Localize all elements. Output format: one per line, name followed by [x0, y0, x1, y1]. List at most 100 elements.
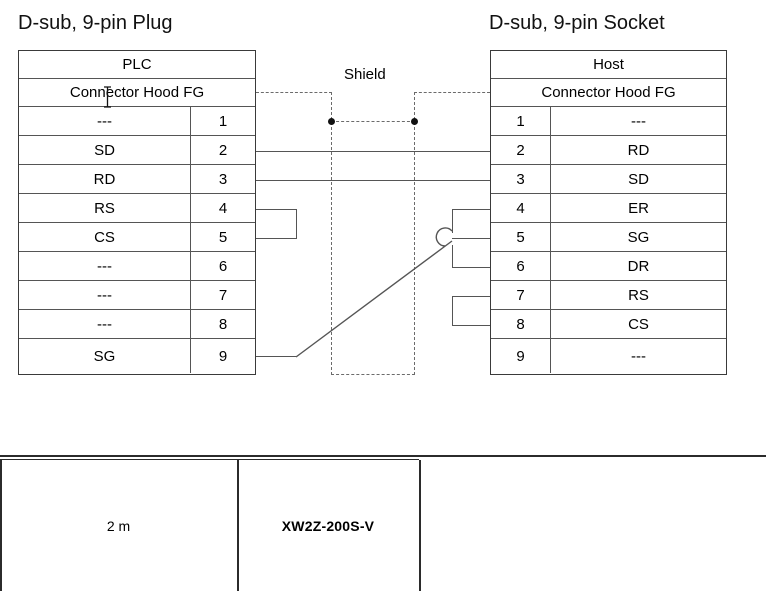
plug-title: D-sub, 9-pin Plug	[18, 12, 173, 34]
shield-dash-plug-hood	[256, 92, 332, 93]
spec-extra-column	[419, 460, 766, 591]
table-row: 1 ---	[491, 107, 726, 136]
shield-junction-dot-left	[328, 118, 335, 125]
plug-loopback-rs-stub	[256, 209, 297, 211]
table-row: 8 CS	[491, 310, 726, 339]
plug-loopback-bridge	[296, 209, 298, 239]
table-row: 9 ---	[491, 339, 726, 373]
shield-junction-dot-right	[411, 118, 418, 125]
plug-pin-4: 4	[218, 199, 228, 217]
plug-hood-fg-row: Connector Hood FG	[19, 79, 255, 107]
socket-signal-7: RS	[628, 286, 649, 304]
socket-signal-5: SG	[627, 228, 650, 246]
table-row: --- 7	[19, 281, 255, 310]
spec-model-number: XW2Z-200S-V	[281, 517, 375, 534]
plug-signal-4: RS	[19, 194, 191, 222]
table-row: SD 2	[19, 136, 255, 165]
socket-pin-2: 2	[491, 136, 551, 164]
table-row: --- 8	[19, 310, 255, 339]
plug-signal-7: ---	[19, 281, 191, 309]
socket-pin-1: 1	[491, 107, 551, 135]
cable-spec-table: 2 m XW2Z-200S-V	[0, 455, 766, 591]
plug-signal-2: SD	[19, 136, 191, 164]
socket-hood-fg-row: Connector Hood FG	[491, 79, 726, 107]
socket-pin-6: 6	[491, 252, 551, 280]
plug-signal-3: RD	[19, 165, 191, 193]
socket-signal-1: ---	[631, 112, 646, 130]
plug-pin-6: 6	[218, 257, 228, 275]
shield-bottom-rail	[331, 374, 415, 375]
wire-rd-to-sd	[256, 180, 490, 182]
sg-diagonal-wire	[295, 240, 453, 358]
plug-signal-1: ---	[19, 107, 191, 135]
plug-loopback-cs-stub	[256, 238, 297, 240]
shield-rail-right	[414, 92, 415, 375]
spec-divider-right	[419, 460, 421, 591]
socket-pin-4: 4	[491, 194, 551, 222]
socket-er-dr-bridge-upper	[452, 209, 454, 233]
table-row: RD 3	[19, 165, 255, 194]
plug-pin-1: 1	[218, 112, 228, 130]
plug-pin-9: 9	[218, 347, 228, 365]
plug-pin-8: 8	[218, 315, 228, 333]
text-cursor-icon	[104, 86, 111, 108]
wire-hop-arc-icon	[435, 227, 453, 247]
socket-sg-junction-stub	[452, 238, 490, 240]
socket-pin-3: 3	[491, 165, 551, 193]
socket-signal-8: CS	[628, 315, 649, 333]
table-row: --- 1	[19, 107, 255, 136]
socket-loopback-rs-stub	[452, 296, 490, 298]
table-row: 4 ER	[491, 194, 726, 223]
spec-cable-length: 2 m	[106, 517, 131, 534]
table-row: SG 9	[19, 339, 255, 373]
table-row: 3 SD	[491, 165, 726, 194]
socket-loopback-bridge	[452, 296, 454, 326]
table-row: 7 RS	[491, 281, 726, 310]
spec-table-top-border-right	[419, 455, 766, 457]
spec-table-top-border	[0, 455, 419, 460]
table-row: --- 6	[19, 252, 255, 281]
plug-pin-7: 7	[218, 286, 228, 304]
table-row: 2 RD	[491, 136, 726, 165]
shield-rail-left	[331, 92, 332, 375]
socket-device-header: Host	[593, 56, 624, 73]
socket-er-stub	[452, 209, 490, 211]
shield-cross-link	[331, 121, 415, 122]
spec-divider-left	[0, 460, 2, 591]
socket-loopback-cs-stub	[452, 325, 490, 327]
spec-divider-mid	[237, 460, 239, 591]
socket-pin-9: 9	[491, 339, 551, 373]
plug-device-header: PLC	[122, 56, 152, 73]
socket-signal-4: ER	[628, 199, 649, 217]
sg-diagonal-wire-overlay	[295, 227, 453, 358]
table-row: 5 SG	[491, 223, 726, 252]
plug-sg-lead	[256, 356, 296, 358]
socket-signal-2: RD	[627, 141, 650, 159]
table-row: CS 5	[19, 223, 255, 252]
socket-hood-fg-label: Connector Hood FG	[541, 84, 676, 101]
socket-er-dr-bridge-lower	[452, 245, 454, 268]
plug-pinout-table: PLC Connector Hood FG --- 1 SD 2 RD 3 RS…	[18, 50, 256, 375]
socket-signal-6: DR	[627, 257, 650, 275]
shield-label: Shield	[344, 66, 386, 83]
shield-dash-socket-hood	[414, 92, 490, 93]
socket-pin-7: 7	[491, 281, 551, 309]
socket-pin-5: 5	[491, 223, 551, 251]
socket-pin-8: 8	[491, 310, 551, 338]
socket-device-header-row: Host	[491, 51, 726, 79]
socket-signal-3: SD	[628, 170, 649, 188]
wire-sd-to-rd	[256, 151, 490, 153]
plug-signal-8: ---	[19, 310, 191, 338]
socket-title: D-sub, 9-pin Socket	[489, 12, 665, 34]
table-row: 6 DR	[491, 252, 726, 281]
plug-pin-2: 2	[218, 141, 228, 159]
plug-pin-3: 3	[218, 170, 228, 188]
socket-pinout-table: Host Connector Hood FG 1 --- 2 RD 3 SD 4…	[490, 50, 727, 375]
plug-device-header-row: PLC	[19, 51, 255, 79]
plug-hood-fg-label: Connector Hood FG	[69, 84, 205, 101]
table-row: RS 4	[19, 194, 255, 223]
socket-dr-stub	[452, 267, 490, 269]
socket-signal-9: ---	[631, 347, 646, 365]
plug-signal-9: SG	[19, 339, 191, 373]
